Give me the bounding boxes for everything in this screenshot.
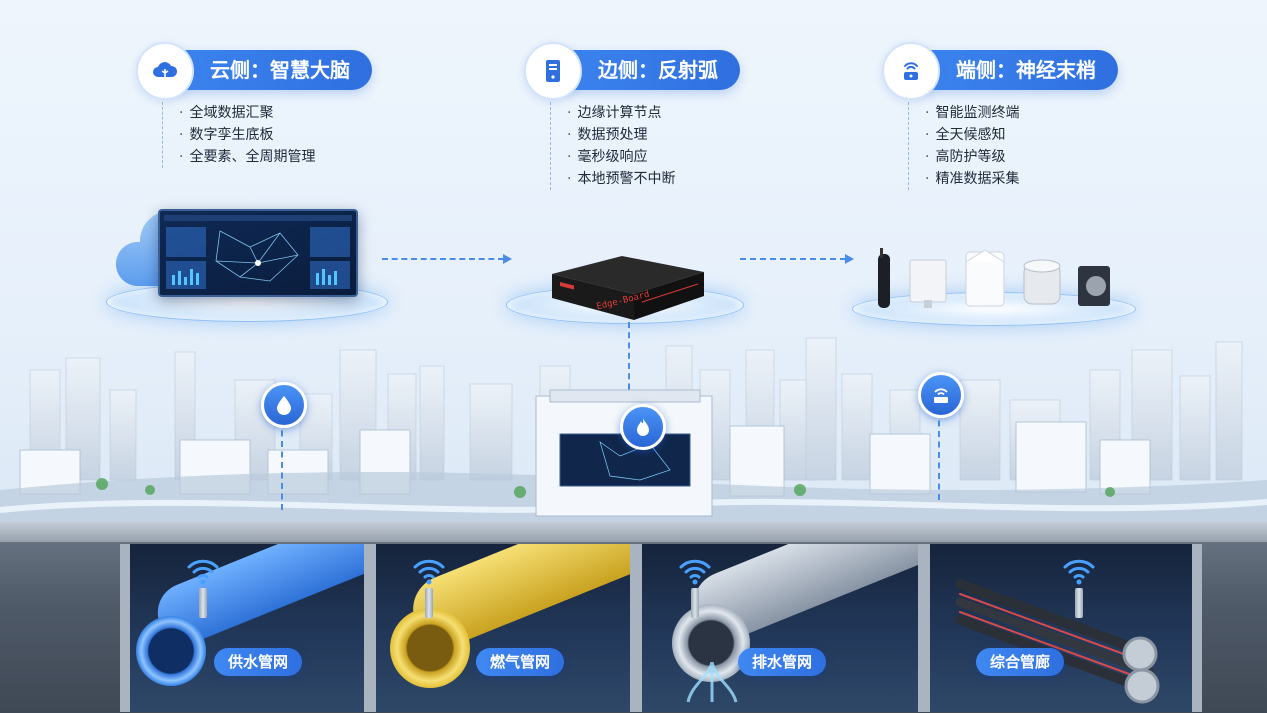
cloud-tree-icon — [136, 42, 194, 100]
marker-line — [281, 420, 283, 510]
bullet: 数字孪生底板 — [179, 124, 315, 146]
dashboard-screen — [158, 209, 358, 297]
wifi-icon — [413, 559, 445, 585]
wifi-icon — [679, 559, 711, 585]
tier-title: 端侧：神经末梢 — [902, 50, 1118, 90]
chamber-utility — [920, 544, 1202, 712]
marker-line — [938, 410, 940, 500]
sensor-post — [691, 588, 699, 618]
water-drop-icon — [261, 382, 307, 428]
tier-bullets: 智能监测终端 全天候感知 高防护等级 精准数据采集 — [908, 102, 1019, 190]
tier-bullets: 全域数据汇聚 数字孪生底板 全要素、全周期管理 — [162, 102, 315, 168]
sensor-post — [199, 588, 207, 618]
bullet: 高防护等级 — [925, 146, 1019, 168]
chamber-gas — [366, 544, 640, 712]
tier-bullets: 边缘计算节点 数据预处理 毫秒级响应 本地预警不中断 — [550, 102, 675, 190]
wifi-icon — [1063, 559, 1095, 585]
water-splash — [686, 662, 738, 703]
tier-cloud: 云侧：智慧大脑 全域数据汇聚 数字孪生底板 全要素、全周期管理 — [136, 42, 372, 168]
edge-device — [552, 256, 704, 320]
bullet: 本地预警不中断 — [567, 168, 675, 190]
sensor-post — [1075, 588, 1083, 618]
bullet: 全要素、全周期管理 — [179, 146, 315, 168]
chamber-water — [120, 544, 374, 712]
flow-arrow — [382, 254, 512, 264]
server-icon — [524, 42, 582, 100]
sewer-icon — [918, 372, 964, 418]
road-slab — [0, 522, 1267, 542]
wifi-icon — [187, 559, 219, 585]
sensor-signal-icon — [882, 42, 940, 100]
bullet: 全天候感知 — [925, 124, 1019, 146]
city-skyline — [0, 337, 1267, 530]
bullet: 精准数据采集 — [925, 168, 1019, 190]
bullet: 全域数据汇聚 — [179, 102, 315, 124]
pipeline-label-water: 供水管网 — [214, 648, 303, 676]
pipeline-label-drain: 排水管网 — [738, 648, 827, 676]
edge-link-line — [628, 322, 630, 410]
gas-flame-icon — [620, 404, 666, 450]
tier-edge: 边侧：反射弧 边缘计算节点 数据预处理 毫秒级响应 本地预警不中断 — [524, 42, 740, 190]
bullet: 毫秒级响应 — [567, 146, 675, 168]
tier-terminal: 端侧：神经末梢 智能监测终端 全天候感知 高防护等级 精准数据采集 — [882, 42, 1118, 190]
sensor-devices — [878, 248, 1110, 308]
pipeline-label-utility: 综合管廊 — [976, 648, 1065, 676]
flow-arrow — [740, 254, 854, 264]
bullet: 边缘计算节点 — [567, 102, 675, 124]
bullet: 数据预处理 — [567, 124, 675, 146]
chamber-drain — [632, 544, 928, 712]
pipeline-label-gas: 燃气管网 — [476, 648, 565, 676]
sensor-post — [425, 588, 433, 618]
bullet: 智能监测终端 — [925, 102, 1019, 124]
